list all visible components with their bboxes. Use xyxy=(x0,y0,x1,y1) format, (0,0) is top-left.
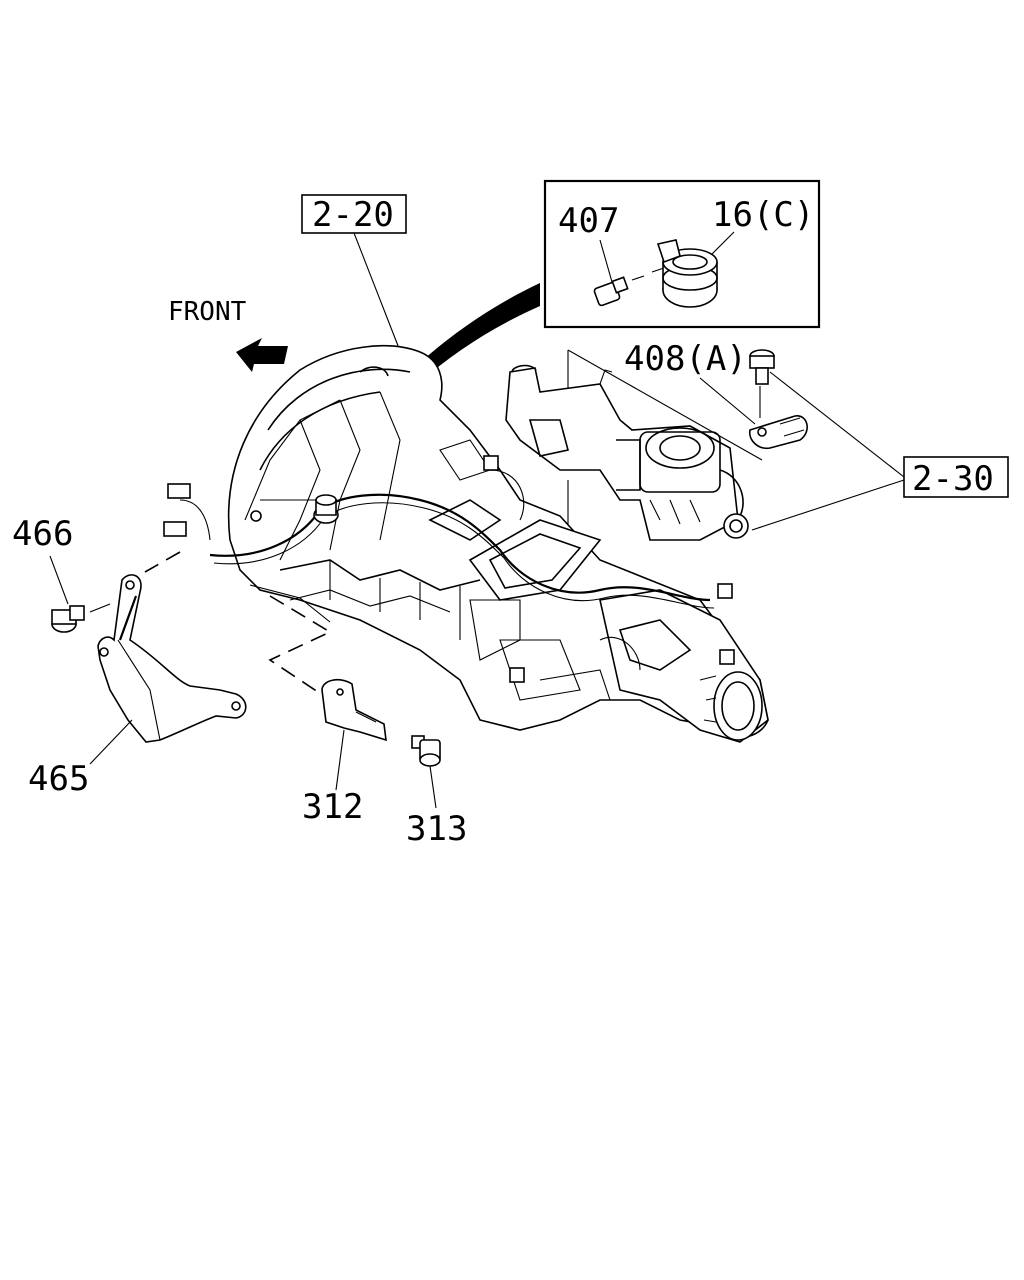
wiring-harness xyxy=(179,469,715,609)
reference-box-2-30[interactable]: 2-30 xyxy=(903,456,1009,499)
reference-box-2-20-text: 2-20 xyxy=(312,195,394,235)
leader-line-466 xyxy=(49,555,69,605)
reference-box-2-20[interactable]: 2-20 xyxy=(301,194,407,235)
callout-312[interactable]: 312 xyxy=(302,787,363,827)
bolt-466-icon xyxy=(51,603,111,633)
leader-line-2-30-a xyxy=(769,371,905,478)
grommet-16c-icon xyxy=(656,239,718,308)
callout-465[interactable]: 465 xyxy=(28,759,89,799)
bolt-407-icon xyxy=(593,267,665,307)
assembly-dashed-line-466 xyxy=(144,551,181,573)
bracket-465-icon xyxy=(97,574,247,743)
leader-line-312 xyxy=(335,729,345,791)
leader-line-2-20 xyxy=(353,232,403,357)
connector-icon xyxy=(163,455,735,665)
callout-408a[interactable]: 408(A) xyxy=(624,339,747,379)
front-direction-label: FRONT xyxy=(168,297,247,327)
shift-control-housing xyxy=(505,364,749,541)
leader-line-407 xyxy=(599,239,613,283)
callout-313[interactable]: 313 xyxy=(406,809,467,849)
detail-inset-box xyxy=(543,179,821,329)
bolt-2-30-top-icon xyxy=(749,349,775,385)
bracket-312-icon xyxy=(321,678,387,742)
front-arrow-icon xyxy=(236,338,288,372)
leader-line-2-30-b xyxy=(751,479,905,531)
callout-466[interactable]: 466 xyxy=(12,514,73,554)
assembly-dashed-line-312 xyxy=(268,595,332,701)
bolt-313-icon xyxy=(411,735,441,767)
assembly-line-1 xyxy=(567,349,763,461)
breather-fitting-icon xyxy=(313,494,339,524)
callout-16c[interactable]: 16(C) xyxy=(712,195,814,235)
transmission-case xyxy=(227,344,769,743)
callout-407[interactable]: 407 xyxy=(558,201,619,241)
reference-box-2-30-text: 2-30 xyxy=(912,459,994,499)
leader-line-313 xyxy=(429,765,437,809)
leader-line-408a xyxy=(699,377,756,425)
leader-line-465 xyxy=(89,719,133,765)
clip-408a-icon xyxy=(748,415,808,450)
